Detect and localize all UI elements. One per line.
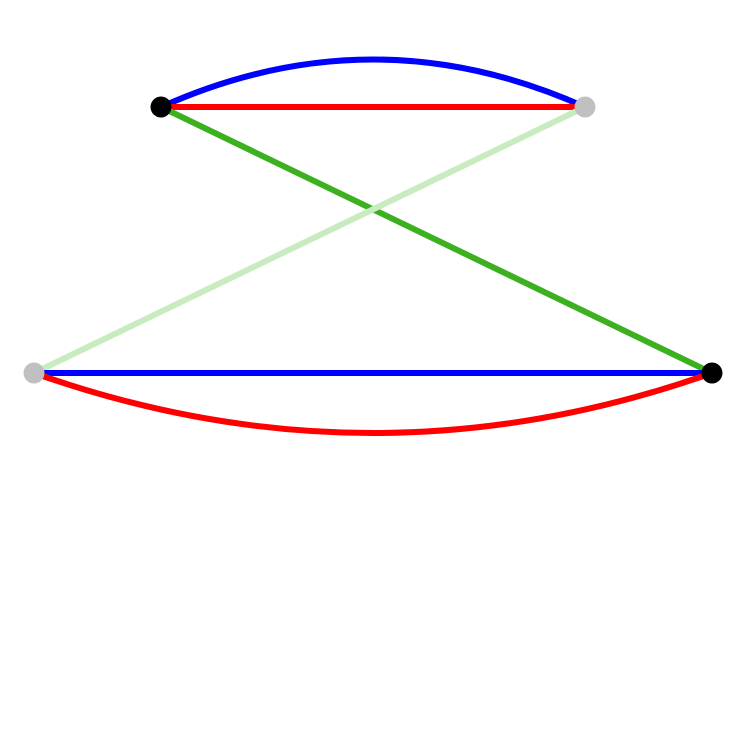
node-n2	[574, 96, 596, 118]
node-n1	[150, 96, 172, 118]
edges	[32, 56, 714, 436]
nodes	[23, 96, 723, 384]
edge-n1-n4-straight	[159, 104, 714, 376]
edge-n3-n4-curved	[32, 370, 714, 436]
edge-n2-n3-straight	[32, 104, 587, 376]
node-n3	[23, 362, 45, 384]
edge-n1-n2-curved	[159, 56, 587, 110]
node-n4	[701, 362, 723, 384]
